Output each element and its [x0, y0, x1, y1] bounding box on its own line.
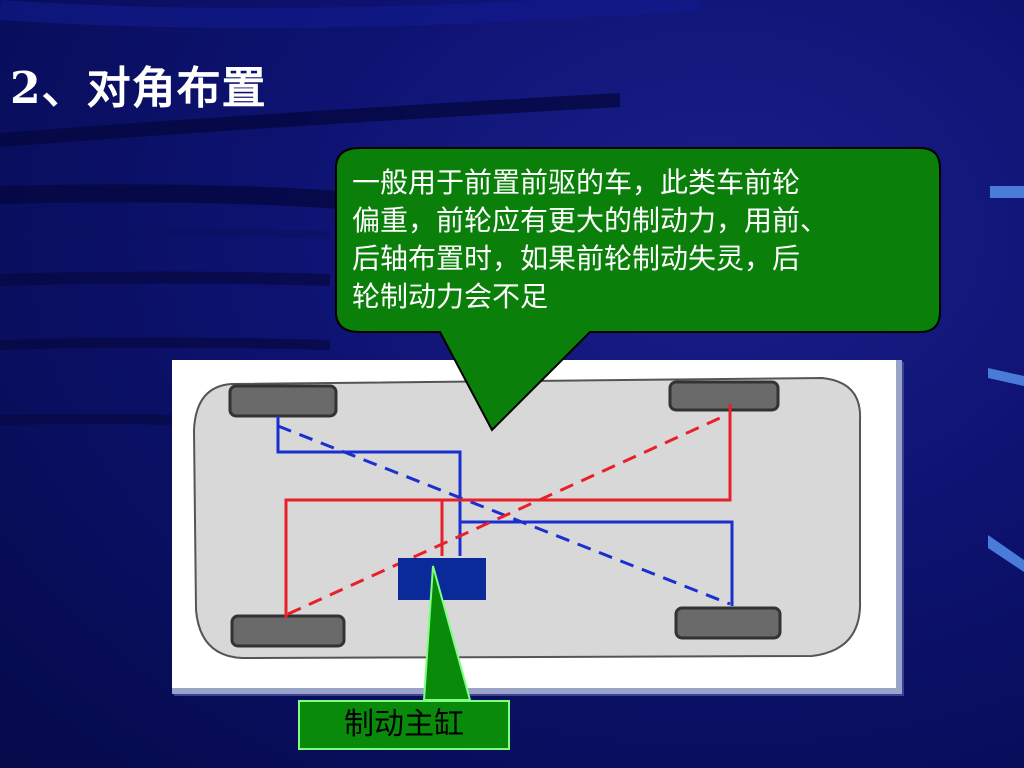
- decorative-marks: [988, 186, 1024, 572]
- callout-line: 后轴布置时，如果前轮制动失灵，后: [352, 242, 801, 275]
- blue-circuit-line-1: [276, 416, 462, 556]
- slide-title: 2、对角布置: [10, 63, 267, 114]
- callout-line: 一般用于前置前驱的车，此类车前轮: [352, 166, 801, 199]
- callout-line: 轮制动力会不足: [352, 280, 549, 313]
- callout-text: 一般用于前置前驱的车，此类车前轮 偏重，前轮应有更大的制动力，用前、 后轴布置时…: [352, 164, 932, 316]
- master-cylinder: [398, 558, 486, 600]
- brake-diagram-panel: [172, 360, 902, 694]
- callout-bubble: [335, 147, 941, 432]
- wheel-front-left: [228, 384, 338, 418]
- wheel-rear-right: [674, 606, 782, 640]
- red-diagonal: [287, 416, 721, 616]
- wheel-front-right: [668, 380, 780, 412]
- blue-circuit-line-2: [460, 520, 734, 606]
- car-body-outline: [192, 376, 862, 660]
- red-circuit-line-1: [284, 404, 732, 618]
- callout-line: 偏重，前轮应有更大的制动力，用前、: [352, 204, 829, 237]
- wheel-rear-left: [230, 614, 346, 648]
- master-cylinder-label: 制动主缸: [298, 700, 510, 750]
- label-pointer: [422, 565, 472, 701]
- brake-diagram: [192, 376, 862, 660]
